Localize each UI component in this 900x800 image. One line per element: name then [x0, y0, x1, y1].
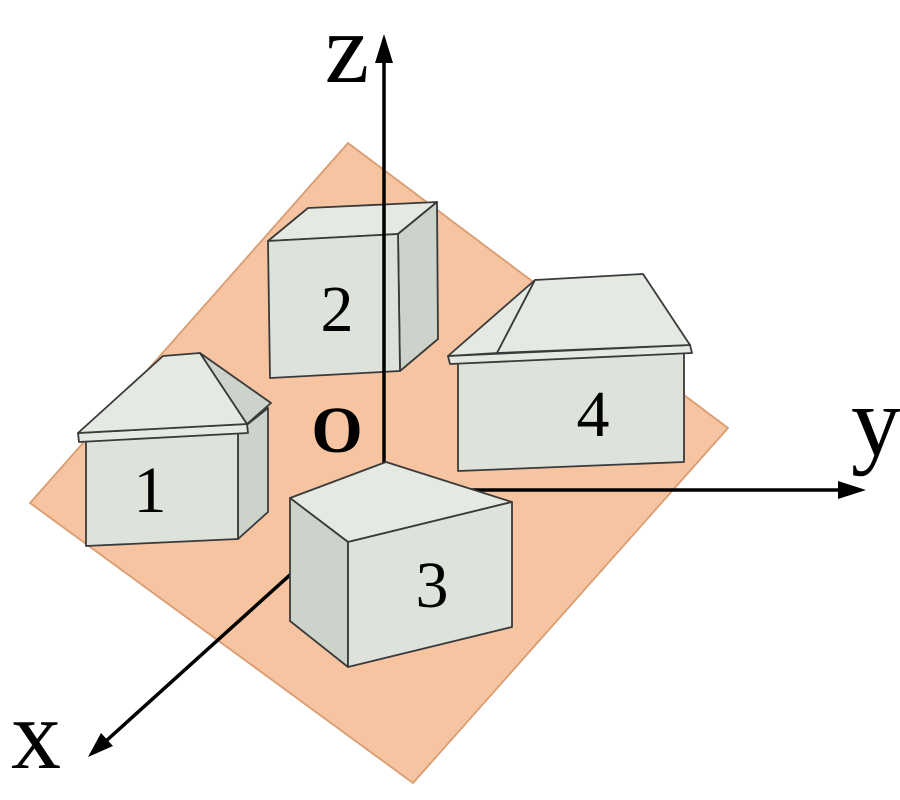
x-axis-arrowhead	[88, 733, 113, 757]
cube-3	[289, 461, 513, 668]
house-4-box-front-face	[457, 350, 685, 472]
cube-3-front-face	[347, 501, 513, 668]
house-4	[447, 273, 693, 472]
y-axis-arrowhead	[838, 481, 866, 499]
cube-2-front-face	[267, 233, 401, 379]
cube-2	[267, 201, 439, 379]
house-1	[77, 352, 272, 547]
diagram-labels: z y x O 1 2 3 4	[11, 0, 900, 790]
box-3-label: 3	[416, 549, 449, 622]
y-axis-label: y	[851, 366, 900, 477]
z-axis-label: z	[325, 0, 369, 104]
box-4-label: 4	[577, 378, 610, 451]
box-1-label: 1	[134, 454, 167, 527]
origin-label: O	[311, 394, 362, 467]
box-2-label: 2	[321, 273, 354, 346]
house-4-roof-front	[496, 273, 691, 354]
house-1-roof-side	[199, 352, 272, 425]
x-axis-label: x	[11, 679, 61, 790]
z-axis-arrowhead	[375, 34, 393, 63]
